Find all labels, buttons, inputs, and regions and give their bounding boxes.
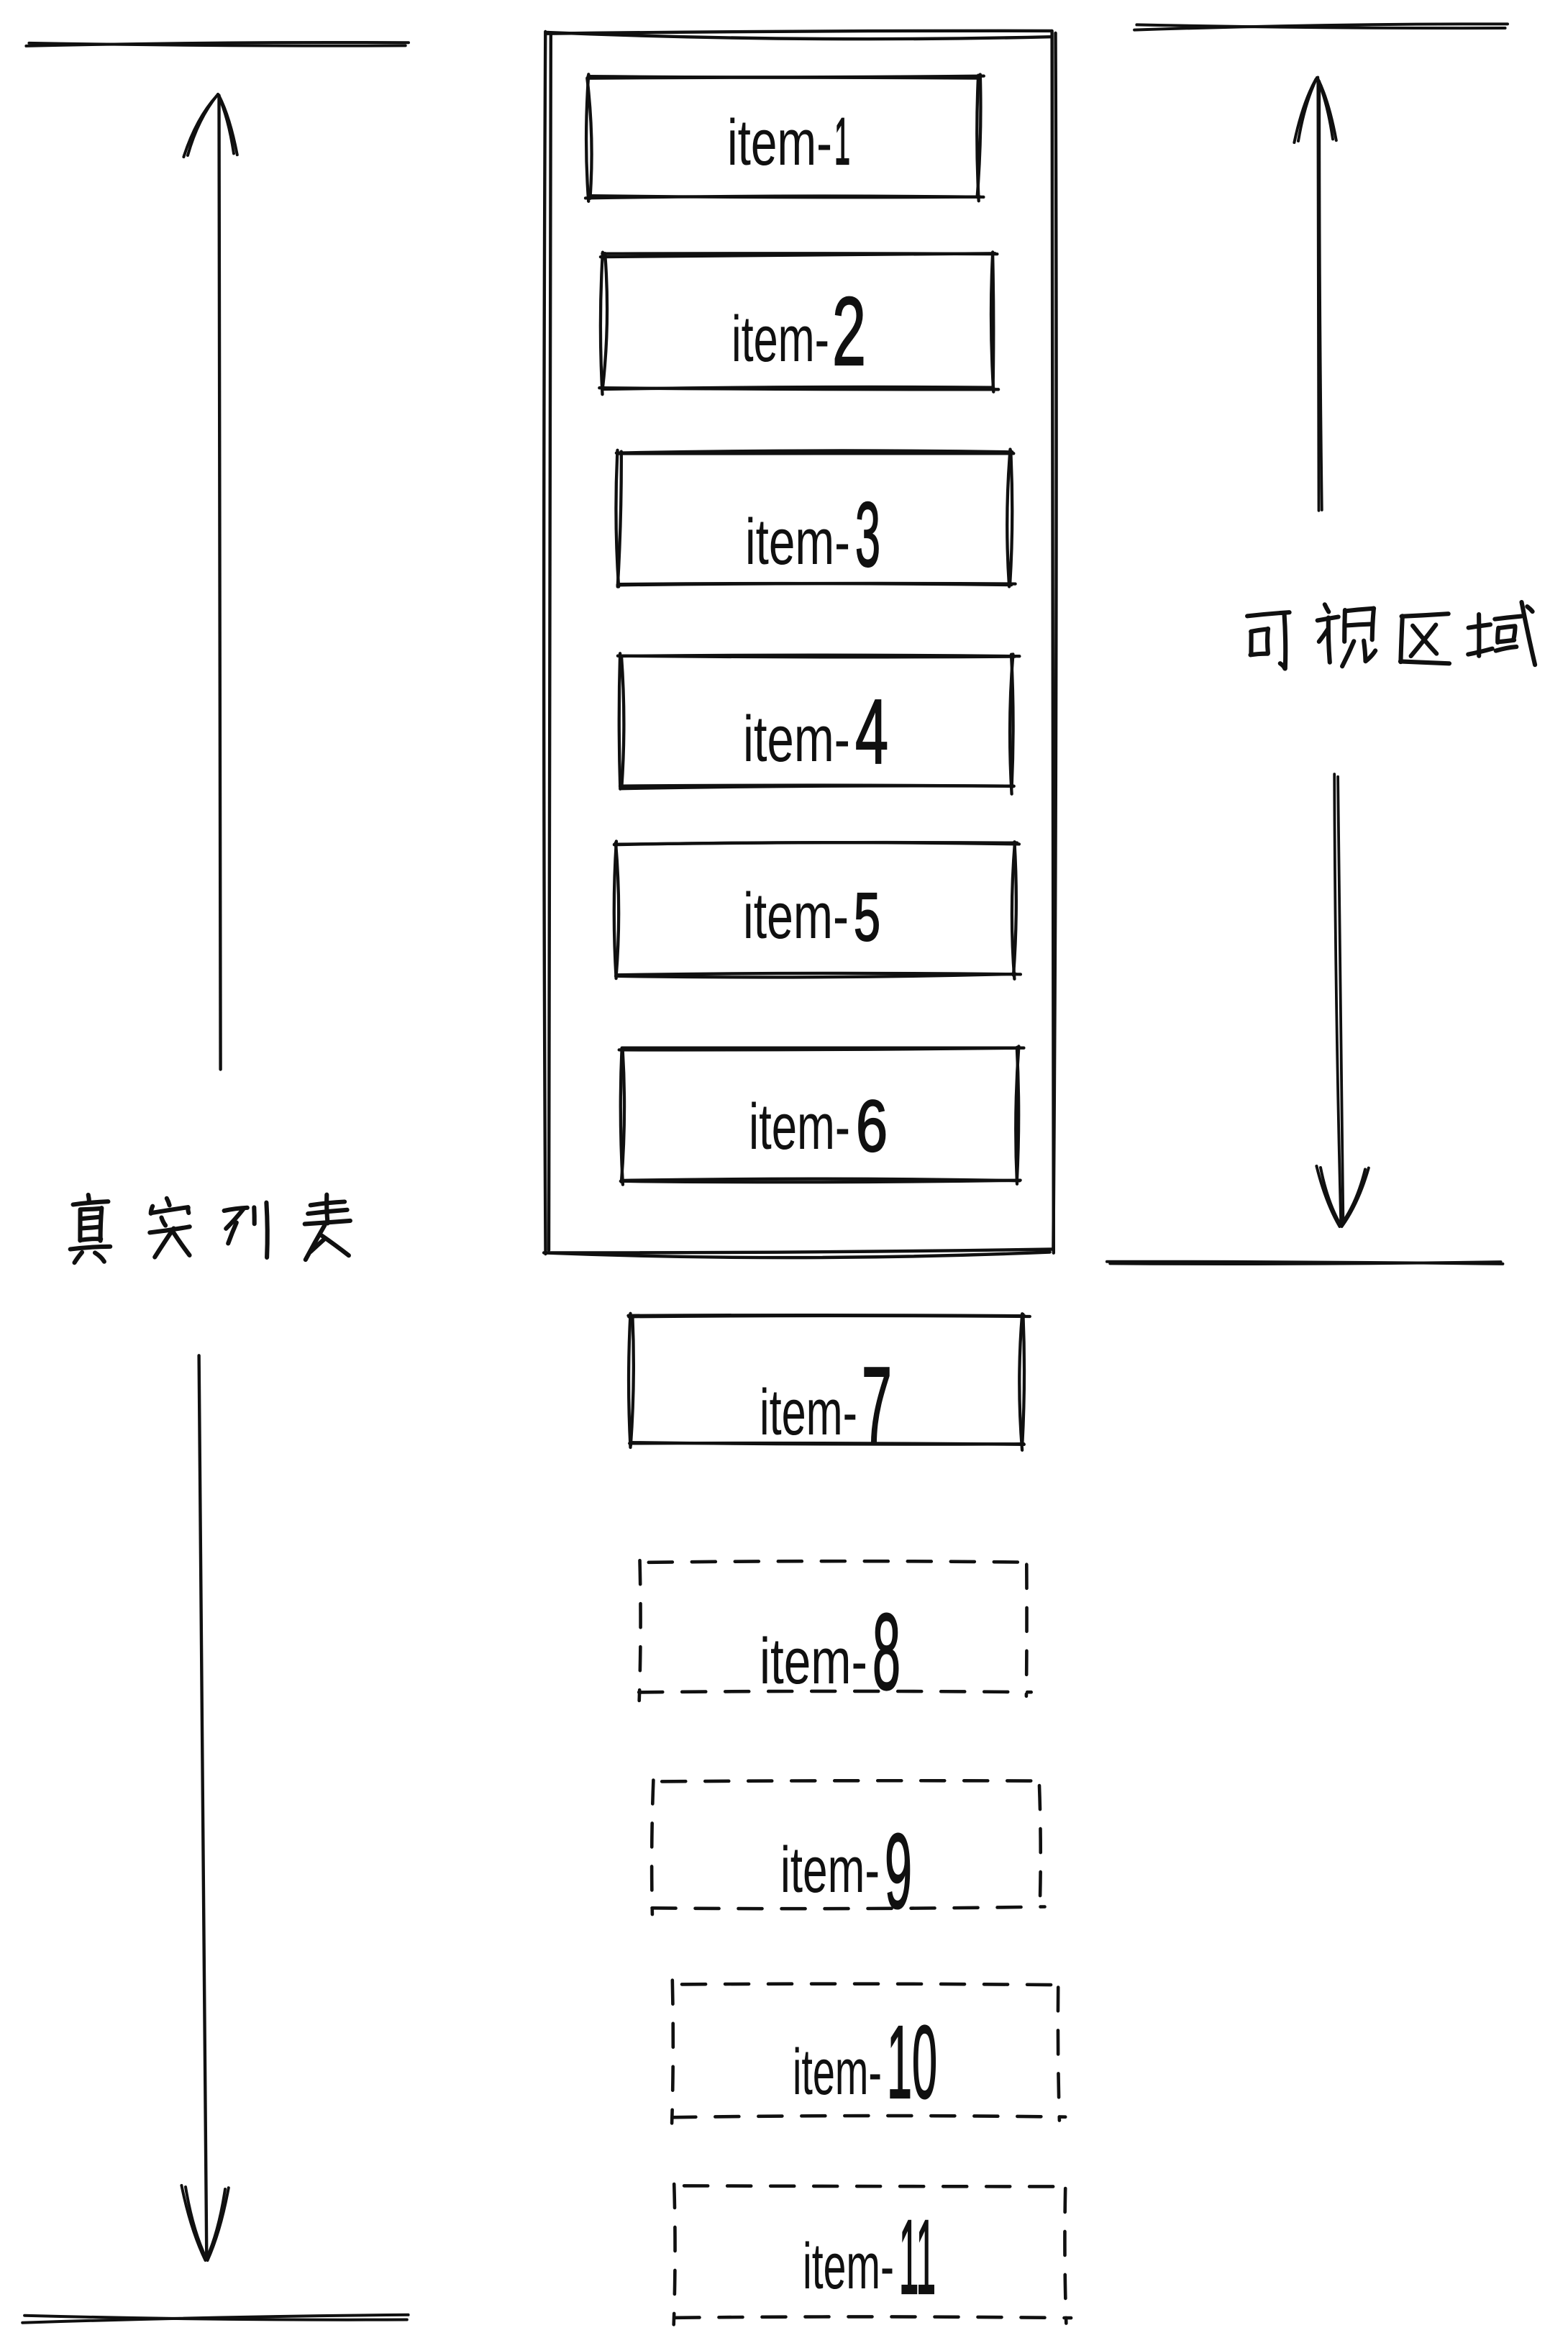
svg-text:item-: item- — [749, 1091, 850, 1163]
svg-text:item-: item- — [793, 2037, 882, 2109]
svg-text:item-: item- — [780, 1834, 880, 1906]
svg-text:4: 4 — [855, 681, 888, 783]
svg-text:item-: item- — [760, 1626, 867, 1698]
svg-text:5: 5 — [854, 879, 880, 955]
svg-text:9: 9 — [885, 1812, 912, 1931]
svg-text:item-: item- — [727, 107, 832, 179]
svg-text:10: 10 — [887, 2004, 937, 2120]
svg-text:item-: item- — [731, 304, 829, 376]
svg-text:8: 8 — [872, 1591, 901, 1712]
svg-text:3: 3 — [855, 483, 880, 586]
svg-text:1: 1 — [834, 105, 850, 178]
svg-text:item-: item- — [743, 704, 850, 775]
svg-text:item-: item- — [803, 2231, 894, 2303]
svg-text:item-: item- — [745, 506, 850, 578]
svg-text:11: 11 — [899, 2198, 936, 2316]
svg-text:item-: item- — [760, 1377, 857, 1449]
svg-text:item-: item- — [743, 881, 849, 952]
svg-text:2: 2 — [832, 277, 866, 386]
svg-text:6: 6 — [856, 1086, 888, 1167]
svg-text:7: 7 — [862, 1344, 892, 1468]
